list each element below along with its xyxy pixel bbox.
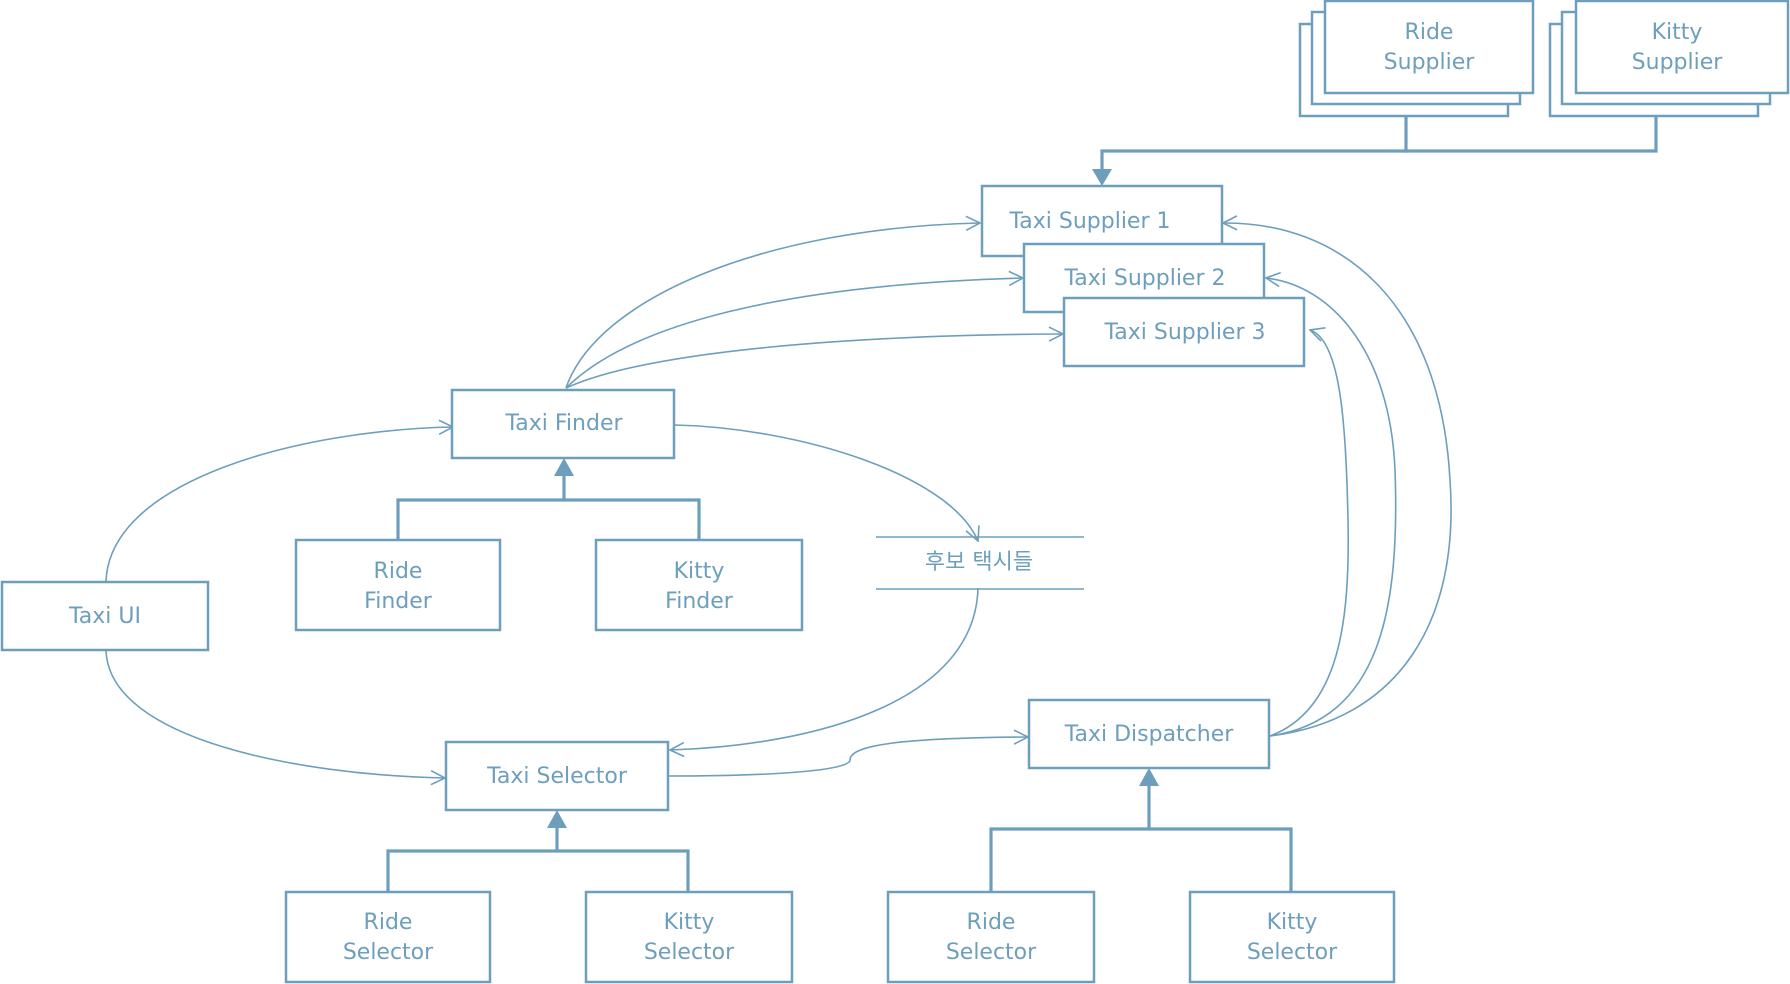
kitty-selector-2-line1: Kitty xyxy=(1267,910,1318,935)
ride-supplier-box[interactable] xyxy=(1323,0,1535,95)
ride-finder[interactable]: Ride Finder xyxy=(294,538,502,632)
ride-supplier-stack: Ride Supplier xyxy=(1298,0,1535,118)
kitty-selector-2[interactable]: Kitty Selector xyxy=(1188,890,1396,984)
selector-1-inheritance-connector xyxy=(386,810,690,892)
taxi-supplier-1-label: Taxi Supplier 1 xyxy=(1008,209,1170,234)
kitty-finder-line2: Finder xyxy=(665,589,734,614)
finder-inheritance-connector xyxy=(396,458,701,540)
taxi-finder-label: Taxi Finder xyxy=(504,411,623,436)
taxi-selector-label: Taxi Selector xyxy=(486,764,628,789)
ride-selector-1[interactable]: Ride Selector xyxy=(284,890,492,984)
taxi-finder[interactable]: Taxi Finder xyxy=(450,388,676,460)
ride-selector-2[interactable]: Ride Selector xyxy=(886,890,1096,984)
candidate-taxis-store: 후보 택시들 xyxy=(876,536,1084,590)
ride-selector-1-line2: Selector xyxy=(343,940,434,965)
kitty-selector-1-line2: Selector xyxy=(644,940,735,965)
kitty-finder-line1: Kitty xyxy=(674,559,725,584)
ride-selector-2-line1: Ride xyxy=(967,910,1016,935)
kitty-selector-2-line2: Selector xyxy=(1247,940,1338,965)
kitty-selector-1-line1: Kitty xyxy=(664,910,715,935)
candidate-taxis-label: 후보 택시들 xyxy=(925,550,1033,575)
taxi-supplier-3[interactable]: Taxi Supplier 3 xyxy=(1062,296,1306,368)
taxi-supplier-3-label: Taxi Supplier 3 xyxy=(1103,320,1265,345)
kitty-supplier-line1: Kitty xyxy=(1652,20,1703,45)
taxi-supplier-2-label: Taxi Supplier 2 xyxy=(1063,266,1225,291)
kitty-supplier-box[interactable] xyxy=(1574,0,1790,95)
taxi-selector[interactable]: Taxi Selector xyxy=(444,740,670,812)
ride-supplier-line2: Supplier xyxy=(1384,50,1476,75)
ride-supplier-line1: Ride xyxy=(1405,20,1454,45)
taxi-ui-label: Taxi UI xyxy=(68,604,141,629)
kitty-supplier-line2: Supplier xyxy=(1632,50,1724,75)
ride-selector-2-line2: Selector xyxy=(946,940,1037,965)
ride-finder-line2: Finder xyxy=(364,589,433,614)
ride-selector-1-line1: Ride xyxy=(364,910,413,935)
taxi-dispatcher-label: Taxi Dispatcher xyxy=(1064,722,1235,747)
selector-2-inheritance-connector xyxy=(989,768,1293,892)
kitty-supplier-stack: Kitty Supplier xyxy=(1548,0,1790,118)
edges xyxy=(105,223,1452,778)
taxi-ui[interactable]: Taxi UI xyxy=(0,580,210,652)
kitty-selector-1[interactable]: Kitty Selector xyxy=(584,890,794,984)
ride-finder-line1: Ride xyxy=(374,559,423,584)
supplier-inheritance-connector xyxy=(1092,116,1658,186)
taxi-dispatcher[interactable]: Taxi Dispatcher xyxy=(1027,698,1271,770)
kitty-finder[interactable]: Kitty Finder xyxy=(594,538,804,632)
